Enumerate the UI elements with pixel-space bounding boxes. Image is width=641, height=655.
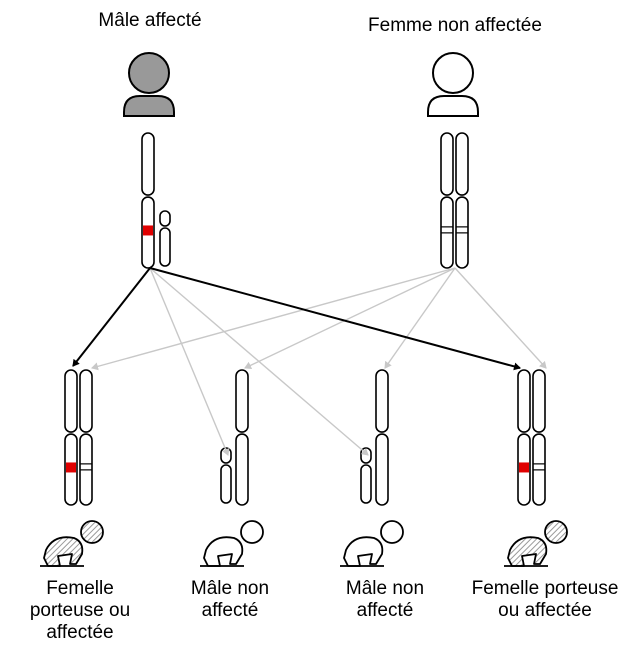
father-y-chromosome — [159, 210, 171, 267]
mutation-mark — [519, 462, 529, 473]
inheritance-arrow-grey — [384, 267, 456, 369]
child4-x-chromosome-paternal — [517, 369, 531, 506]
child1-x-chromosome-paternal — [64, 369, 78, 506]
child3-y-chromosome — [360, 447, 372, 504]
inheritance-arrow-grey — [149, 267, 230, 456]
mother-x-chromosome-2 — [455, 132, 469, 269]
child2-x-chromosome — [235, 369, 249, 506]
inheritance-arrow-x-to-daughter-2 — [149, 267, 521, 371]
child-label-4: Femelle porteuse ou affectée — [471, 578, 619, 621]
mother-x-chromosome-1 — [440, 132, 454, 269]
unaffected-female-person-icon — [427, 52, 479, 117]
crawling-baby-icon — [40, 520, 104, 567]
crawling-baby-icon — [340, 520, 404, 567]
child-label-3: Mâle non affecté — [345, 578, 425, 621]
child2-y-chromosome — [220, 447, 232, 504]
mutation-mark — [66, 462, 76, 473]
father-label: Mâle affecté — [98, 10, 202, 31]
crawling-baby-icon — [504, 520, 568, 567]
child-label-2: Mâle non affecté — [190, 578, 270, 621]
inheritance-arrow-grey — [244, 267, 456, 370]
inheritance-arrow-grey — [91, 267, 456, 371]
crawling-baby-icon — [200, 520, 264, 567]
inheritance-arrow-grey — [454, 267, 547, 369]
inheritance-arrow-x-to-daughter-1 — [72, 267, 151, 367]
mother-label: Femme non affectée — [368, 15, 542, 36]
child3-x-chromosome — [375, 369, 389, 506]
child1-x-chromosome-maternal — [79, 369, 93, 506]
father-x-chromosome — [141, 132, 155, 269]
affected-male-person-icon — [123, 52, 175, 117]
child-label-1: Femelle porteuse ou affectée — [29, 578, 131, 643]
mutation-mark — [143, 225, 153, 236]
child4-x-chromosome-maternal — [532, 369, 546, 506]
